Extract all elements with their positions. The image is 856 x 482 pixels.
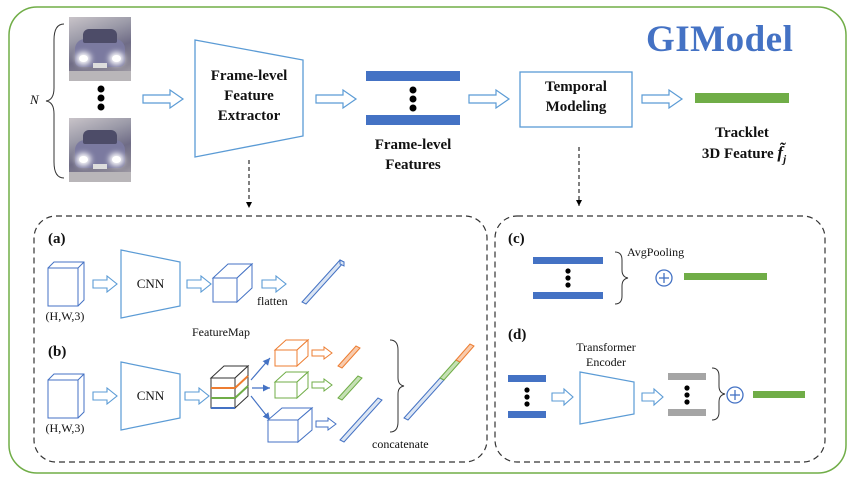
panel-b-featuremap-cube (209, 364, 250, 410)
panel-c-bar-bottom (533, 292, 603, 299)
panel-a-flatten-label: flatten (257, 294, 288, 308)
input-brace (45, 23, 65, 179)
extractor-label-line1: Frame-level (210, 68, 288, 84)
panel-a-cnn-label: CNN (136, 276, 165, 291)
panel-b-cnn-block (120, 361, 181, 431)
panel-d-out-bar-top (668, 373, 706, 380)
input-count-label: N (30, 92, 39, 107)
panel-b-concatenate-label: concatenate (372, 437, 429, 451)
tracklet-label-line1: Tracklet (715, 125, 769, 141)
panel-d-ellipsis (524, 387, 530, 407)
panel-b-featuremap-label: FeatureMap (192, 325, 250, 339)
panel-b-flat-orange (337, 345, 361, 369)
panel-a-arrow-1 (92, 274, 118, 294)
arrow-frames-to-extractor (142, 88, 185, 110)
panel-a-arrow-2 (186, 274, 212, 294)
tracklet-feature-symbol: f̃j (777, 143, 787, 166)
panel-d-bar-top (508, 375, 546, 382)
panel-a-tag: (a) (48, 231, 66, 247)
panel-b-flat-green (337, 375, 363, 401)
arrow-features-to-temporal (468, 88, 511, 110)
tracklet-feature-bar (695, 93, 789, 103)
input-frame-image-1 (69, 17, 131, 81)
panel-a-input-dims: (H,W,3) (45, 309, 85, 323)
frames-ellipsis (97, 85, 105, 111)
panel-d-encoder-block (579, 371, 635, 425)
features-ellipsis (409, 86, 417, 112)
panel-d-arrow-2 (641, 387, 664, 407)
feature-bar-top (366, 71, 460, 81)
panel-d-plus-icon (726, 386, 744, 404)
features-label-line2: Features (385, 157, 441, 173)
panel-b-slice-orange (273, 338, 310, 368)
panel-d-encoder-label-line2: Encoder (586, 355, 626, 369)
extractor-label-line3: Extractor (217, 108, 281, 124)
panel-d-output-bar (753, 391, 805, 398)
panel-d-out-bar-bottom (668, 409, 706, 416)
tracklet-label-line2: 3D Feature f̃j (674, 143, 814, 165)
feature-extractor-block (194, 39, 304, 158)
panel-d-out-ellipsis (684, 385, 690, 405)
panel-c-output-bar (684, 273, 767, 280)
temporal-label-line1: Temporal (545, 79, 607, 95)
panel-b-arrow-2 (184, 386, 210, 406)
panel-b-tag: (b) (48, 344, 67, 360)
panel-d-encoder-label-line1: Transformer (576, 340, 636, 354)
temporal-modeling-block (519, 71, 633, 128)
panel-d-tag: (d) (508, 327, 527, 343)
panel-a-arrow-3 (261, 274, 287, 294)
arrow-temporal-to-tracklet (641, 88, 684, 110)
panel-a-cnn-block (120, 249, 181, 319)
panel-d-bracket (711, 367, 726, 421)
panel-b-bracket (389, 339, 405, 433)
panel-b-arrow-orange (311, 346, 333, 360)
panel-d-arrow-1 (551, 387, 574, 407)
panel-right (494, 215, 826, 463)
panel-b-slice-blue (266, 406, 314, 444)
panel-b-input-dims: (H,W,3) (45, 421, 85, 435)
outer-frame (8, 6, 847, 474)
panel-b-slice-green (273, 370, 310, 400)
extractor-label-line2: Feature (224, 88, 274, 104)
panel-a-flat-vector (301, 259, 345, 305)
panel-b-concat-vector (403, 343, 475, 421)
panel-b-flat-blue (339, 397, 383, 443)
tracklet-label-text: 3D Feature (701, 146, 774, 162)
panel-a-feature-cube (211, 262, 254, 304)
panel-d-bar-bottom (508, 411, 546, 418)
panel-b-arrow-green (311, 378, 333, 392)
panel-b-arrow-1 (92, 386, 118, 406)
input-frame-image-2 (69, 118, 131, 182)
model-title: GIModel (646, 19, 794, 60)
temporal-label-line2: Modeling (545, 99, 607, 115)
features-label-line1: Frame-level (374, 137, 452, 153)
panel-a-input-image (47, 261, 85, 307)
panel-c-plus-icon (655, 269, 673, 287)
feature-bar-bottom (366, 115, 460, 125)
panel-c-bar-top (533, 257, 603, 264)
panel-c-tag: (c) (508, 231, 525, 247)
panel-b-split-arrows (250, 357, 271, 421)
panel-b-arrow-blue (315, 417, 337, 431)
panel-c-ellipsis (565, 268, 571, 288)
panel-b-cnn-label: CNN (136, 388, 165, 403)
arrow-extractor-to-features (315, 88, 358, 110)
panel-c-bracket (614, 251, 629, 305)
panel-b-input-image (47, 373, 85, 419)
panel-c-pool-label: AvgPooling (627, 245, 685, 259)
panel-left (33, 215, 488, 463)
